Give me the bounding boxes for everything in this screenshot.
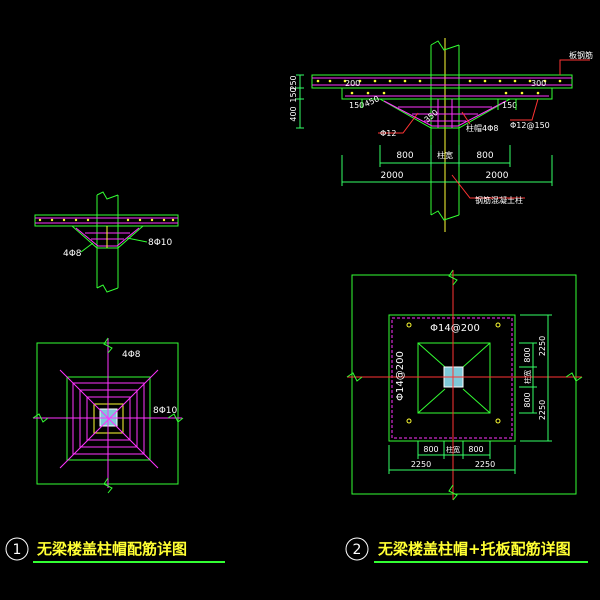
d2-left-dim-1: 250 bbox=[289, 75, 298, 90]
d1-plan-label-top: 4Φ8 bbox=[122, 350, 141, 360]
d2-concrete-note: 钢筋混凝土柱 bbox=[475, 195, 523, 205]
detail2-section: 250 150 400 板钢筋 200 300 150 150 450 350 … bbox=[289, 38, 593, 232]
d1-cap bbox=[70, 225, 145, 249]
d2-leader-bar-c bbox=[510, 98, 539, 121]
d2-plan-right-mid: 柱宽 bbox=[523, 370, 532, 384]
d2-plan-break-top bbox=[448, 269, 458, 286]
d2-break-top bbox=[430, 40, 460, 51]
d1-break-bottom bbox=[96, 284, 119, 293]
d1-slab bbox=[34, 214, 179, 227]
d2-slab-left: 200 bbox=[345, 79, 360, 88]
d2-cap-rebar bbox=[383, 100, 507, 127]
d2-plan-break-right bbox=[565, 372, 583, 382]
d1-number-circle bbox=[5, 537, 29, 561]
d1-plan-label-right: 8Φ10 bbox=[153, 406, 178, 416]
d2-slab-right: 300 bbox=[531, 79, 546, 88]
d1-plan-break-top bbox=[103, 337, 113, 354]
detail2-plan: Φ14@200 Φ14@200 800 柱宽 800 2250 2250 800… bbox=[346, 269, 583, 501]
d2-plan-dim-left: 2250 bbox=[411, 460, 431, 469]
d1-plan-break-left bbox=[32, 413, 49, 423]
d1-plan-break-right bbox=[167, 413, 184, 423]
d2-plan-top: Φ14@200 bbox=[430, 323, 480, 334]
d2-plan-break-bottom bbox=[448, 484, 458, 501]
d2-plan-outer bbox=[351, 274, 577, 495]
d2-leader-bar-a bbox=[378, 112, 419, 134]
detail1-section: 4Φ8 8Φ10 bbox=[34, 191, 179, 293]
d2-leader-bar-b bbox=[461, 111, 471, 125]
d2-plan-bot-right: 800 bbox=[468, 445, 483, 454]
d2-plan-break-left bbox=[346, 372, 363, 382]
d2-col-label: 柱宽 bbox=[437, 150, 453, 160]
d2-angle-mid: 350 bbox=[423, 108, 440, 125]
d2-top-label-right: 板钢筋 bbox=[569, 50, 593, 60]
d1-leader-left bbox=[80, 242, 94, 253]
d2-bar-c: Φ12@150 bbox=[510, 121, 550, 130]
d1-plan-break-bottom bbox=[103, 477, 113, 494]
d2-number-circle bbox=[345, 537, 369, 561]
d2-bar-b: 柱帽4Φ8 bbox=[466, 123, 498, 133]
d1-leader-right bbox=[126, 237, 148, 243]
d2-left-dim-2: 150 bbox=[289, 87, 298, 102]
d2-dim-2000-right: 2000 bbox=[486, 171, 509, 181]
d2-left-dim-3: 400 bbox=[289, 106, 298, 121]
d2-plan-right-top: 800 bbox=[523, 347, 532, 362]
d2-number: 2 bbox=[353, 542, 362, 558]
d2-concrete-leader bbox=[451, 174, 525, 199]
d2-plan-left: Φ14@200 bbox=[395, 351, 406, 401]
d1-plan-diag-2 bbox=[59, 369, 159, 469]
d2-dim-800-right: 800 bbox=[476, 151, 493, 161]
d2-plan-bot-left: 800 bbox=[423, 445, 438, 454]
d1-title: 无梁楼盖柱帽配筋详图 bbox=[36, 540, 187, 558]
d1-rebar-dots bbox=[38, 218, 175, 222]
d2-dim-2000-left: 2000 bbox=[381, 171, 404, 181]
d2-break-bottom bbox=[430, 210, 460, 221]
d1-number: 1 bbox=[13, 542, 22, 558]
d2-plan-cap bbox=[417, 342, 491, 414]
d2-plan-far-bottom: 2250 bbox=[538, 400, 547, 420]
d2-plan-drop-rebar bbox=[391, 317, 513, 439]
detail1-title: 1 无梁楼盖柱帽配筋详图 bbox=[5, 537, 225, 563]
detail1-plan: 4Φ8 8Φ10 bbox=[32, 337, 184, 494]
d2-title: 无梁楼盖柱帽+托板配筋详图 bbox=[377, 540, 571, 558]
d2-dim-800-left: 800 bbox=[396, 151, 413, 161]
d1-label-right: 8Φ10 bbox=[148, 238, 173, 248]
d2-plan-right-bottom: 800 bbox=[523, 392, 532, 407]
d2-plan-drop bbox=[388, 314, 516, 442]
d2-plan-far-top: 2250 bbox=[538, 336, 547, 356]
d2-cap-right: 150 bbox=[502, 101, 517, 110]
d2-bar-a: Φ12 bbox=[380, 129, 396, 138]
d1-break-top bbox=[96, 191, 119, 200]
d2-top-leader bbox=[559, 59, 590, 75]
d1-label-left: 4Φ8 bbox=[63, 249, 82, 259]
d2-rebar-dots bbox=[316, 79, 562, 95]
d2-plan-bot-mid: 柱宽 bbox=[446, 445, 460, 454]
d2-plan-dim-right: 2250 bbox=[475, 460, 495, 469]
detail2-title: 2 无梁楼盖柱帽+托板配筋详图 bbox=[345, 537, 588, 563]
d2-cap-left: 150 bbox=[349, 101, 364, 110]
